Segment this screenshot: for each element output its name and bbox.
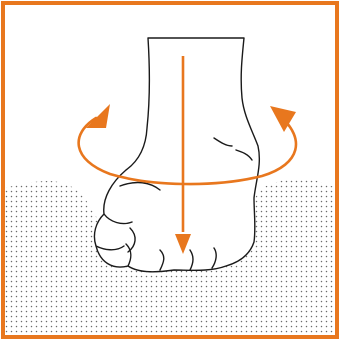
illustration-canvas [0, 0, 340, 340]
kneading-illustration [0, 0, 340, 340]
